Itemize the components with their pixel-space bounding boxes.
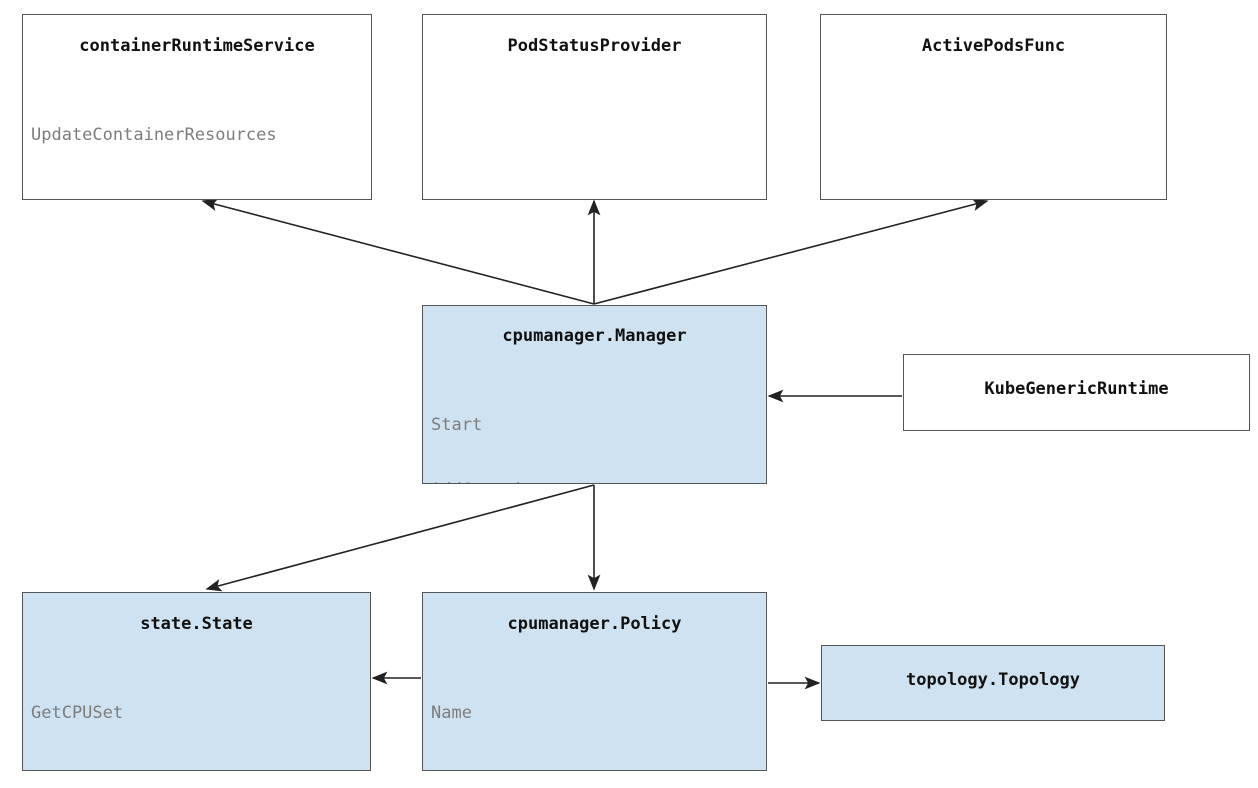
class-node-cpumanager-policy[interactable]: cpumanager.Policy Name AddContainer Remo… [422,592,767,771]
class-node-state-state[interactable]: state.State GetCPUSet GetDefaultCPUSet S… [22,592,371,771]
class-node-kubegenericruntime[interactable]: KubeGenericRuntime [903,354,1250,431]
class-title: containerRuntimeService [79,36,315,56]
class-member: UpdateContainerResources [31,125,277,145]
class-members: Name AddContainer RemoveContainer [423,660,766,771]
class-title: ActivePodsFunc [921,36,1066,56]
class-title: state.State [140,614,253,634]
class-title: topology.Topology [906,670,1080,690]
class-title: PodStatusProvider [507,36,682,56]
class-members: Start AddContainer RemoveContainer State [423,372,766,484]
class-member: AddContainer [431,768,766,771]
class-member: GetDefaultCPUSet [31,768,370,771]
edge-manager-to-containerruntimeservice [201,198,595,305]
edge-manager-to-activepodsfunc [593,198,989,305]
class-title: cpumanager.Manager [502,326,687,346]
class-node-topology-topology[interactable]: topology.Topology [821,645,1165,721]
class-title: cpumanager.Policy [507,614,682,634]
class-node-cpumanager-manager[interactable]: cpumanager.Manager Start AddContainer Re… [422,305,767,484]
class-title: KubeGenericRuntime [984,379,1169,399]
class-member: AddContainer [431,480,766,484]
class-members: GetCPUSet GetDefaultCPUSet SetCPUSet Set… [23,660,370,771]
class-member: Start [431,415,483,435]
edge-manager-to-state-state [205,484,595,592]
class-node-podstatusprovider[interactable]: PodStatusProvider [422,14,767,200]
class-member: Name [431,703,472,723]
class-members: UpdateContainerResources [23,82,371,190]
class-node-activepodsfunc[interactable]: ActivePodsFunc [820,14,1167,200]
class-node-containerruntimeservice[interactable]: containerRuntimeService UpdateContainerR… [22,14,372,200]
class-member: GetCPUSet [31,703,124,723]
